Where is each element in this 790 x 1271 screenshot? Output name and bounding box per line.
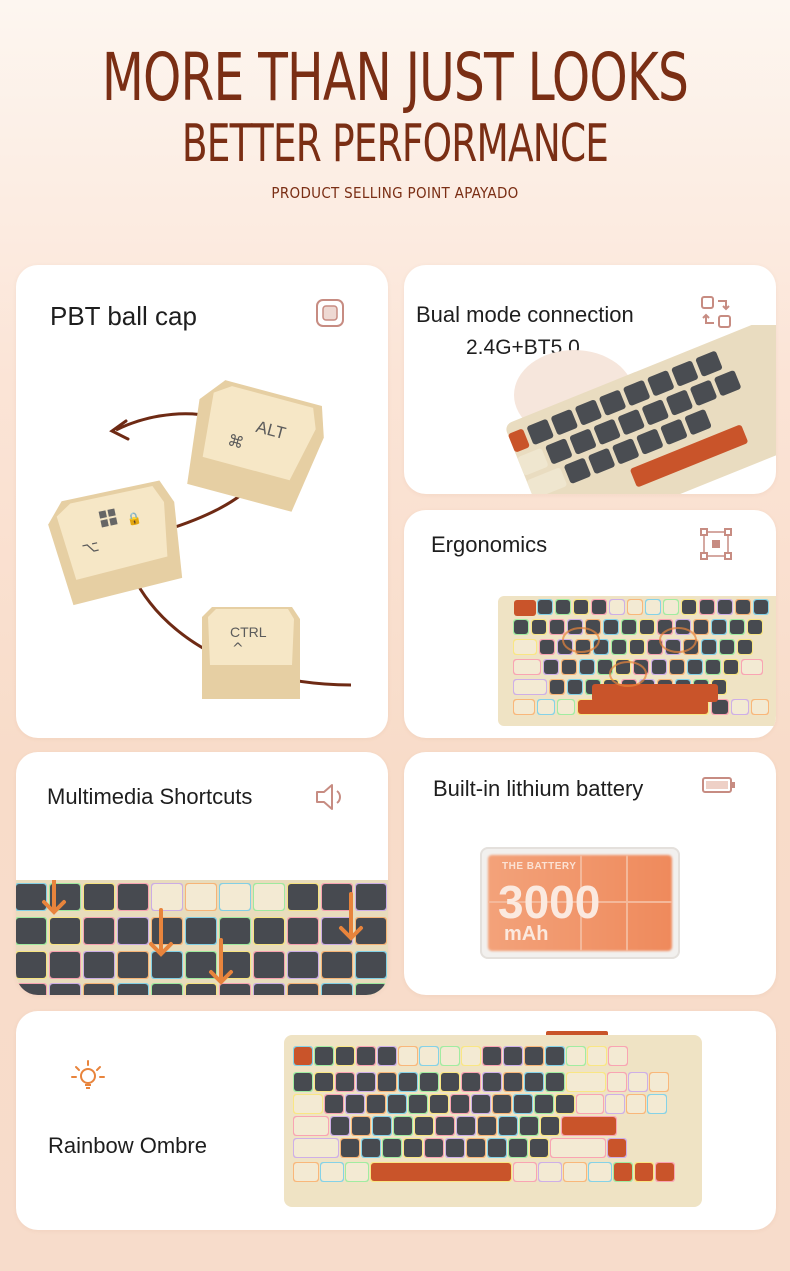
keycap-icon	[316, 299, 344, 327]
keyboard-image	[506, 325, 776, 494]
page-title: MORE THAN JUST LOOKS	[101, 39, 689, 116]
feature-card-rainbow: Rainbow Ombre	[16, 1011, 776, 1230]
keyboard-image	[284, 1031, 702, 1207]
keycap-label: CTRL	[230, 624, 267, 640]
switch-arrows-icon	[701, 296, 731, 328]
frame-target-icon	[700, 528, 732, 560]
light-bulb-icon	[71, 1060, 105, 1089]
feature-card-multimedia: Multimedia Shortcuts	[16, 752, 388, 995]
feature-title: Ergonomics	[431, 532, 548, 557]
feature-card-battery: Built-in lithium battery THE BATTERY 300…	[404, 752, 776, 995]
keycaps-illustration: ALT ⌘ ⌥ 🔒 CTRL ^	[48, 380, 352, 699]
feature-card-ergonomics: Ergonomics	[404, 510, 776, 738]
feature-title: Multimedia Shortcuts	[47, 784, 253, 809]
feature-card-dual-mode: Bual mode connection 2.4G+BT5.0	[404, 265, 776, 494]
feature-title: Bual mode connection	[416, 302, 634, 327]
svg-text:⌘: ⌘	[226, 430, 246, 452]
battery-capacity: 3000	[498, 876, 601, 928]
feature-title: Rainbow Ombre	[48, 1133, 207, 1158]
battery-illustration: THE BATTERY 3000 mAh	[480, 847, 680, 959]
keyboard-image	[498, 596, 776, 726]
speaker-icon	[316, 784, 341, 810]
battery-unit: mAh	[504, 923, 549, 945]
svg-text:⌥: ⌥	[80, 537, 101, 558]
tagline: PRODUCT SELLING POINT APAYADO	[271, 184, 519, 202]
feature-title: Built-in lithium battery	[433, 776, 644, 801]
feature-subtitle: 2.4G+BT5.0	[466, 336, 580, 359]
svg-text:🔒: 🔒	[125, 510, 143, 527]
page-subtitle: BETTER PERFORMANCE	[181, 114, 609, 174]
feature-card-pbt: PBT ball cap ALT ⌘ ⌥ 🔒 CTRL ^	[16, 265, 388, 738]
feature-title: PBT ball cap	[50, 301, 197, 331]
battery-icon	[702, 777, 735, 793]
keyboard-image	[16, 880, 388, 995]
svg-text:^: ^	[232, 641, 244, 657]
battery-label: THE BATTERY	[502, 861, 577, 872]
